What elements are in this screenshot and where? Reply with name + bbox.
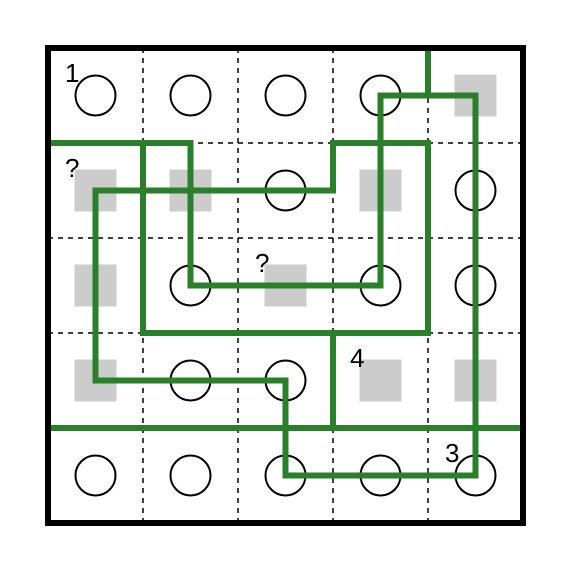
circle-cell-r4c0 <box>74 454 117 497</box>
clues-layer: 1?? 4 3 <box>65 58 459 468</box>
solution-paths <box>45 45 526 479</box>
green-path-1 <box>140 140 431 336</box>
clue-r1c0: ? <box>65 153 79 183</box>
clue-r2c2: ? <box>255 248 269 278</box>
circle-cell-r0c1 <box>169 74 212 117</box>
clue-r3c3: 4 <box>350 343 364 373</box>
green-path-2 <box>92 45 479 479</box>
clue-r0c0: 1 <box>65 58 79 88</box>
gray-square-r3c3 <box>359 359 402 402</box>
clue-r4c4: 3 <box>445 438 459 468</box>
circle-cell-r4c1 <box>169 454 212 497</box>
green-path-0 <box>45 140 241 194</box>
circle-cell-r0c2 <box>264 74 307 117</box>
circle-cell-r0c0 <box>74 74 117 117</box>
board-border <box>45 45 526 526</box>
